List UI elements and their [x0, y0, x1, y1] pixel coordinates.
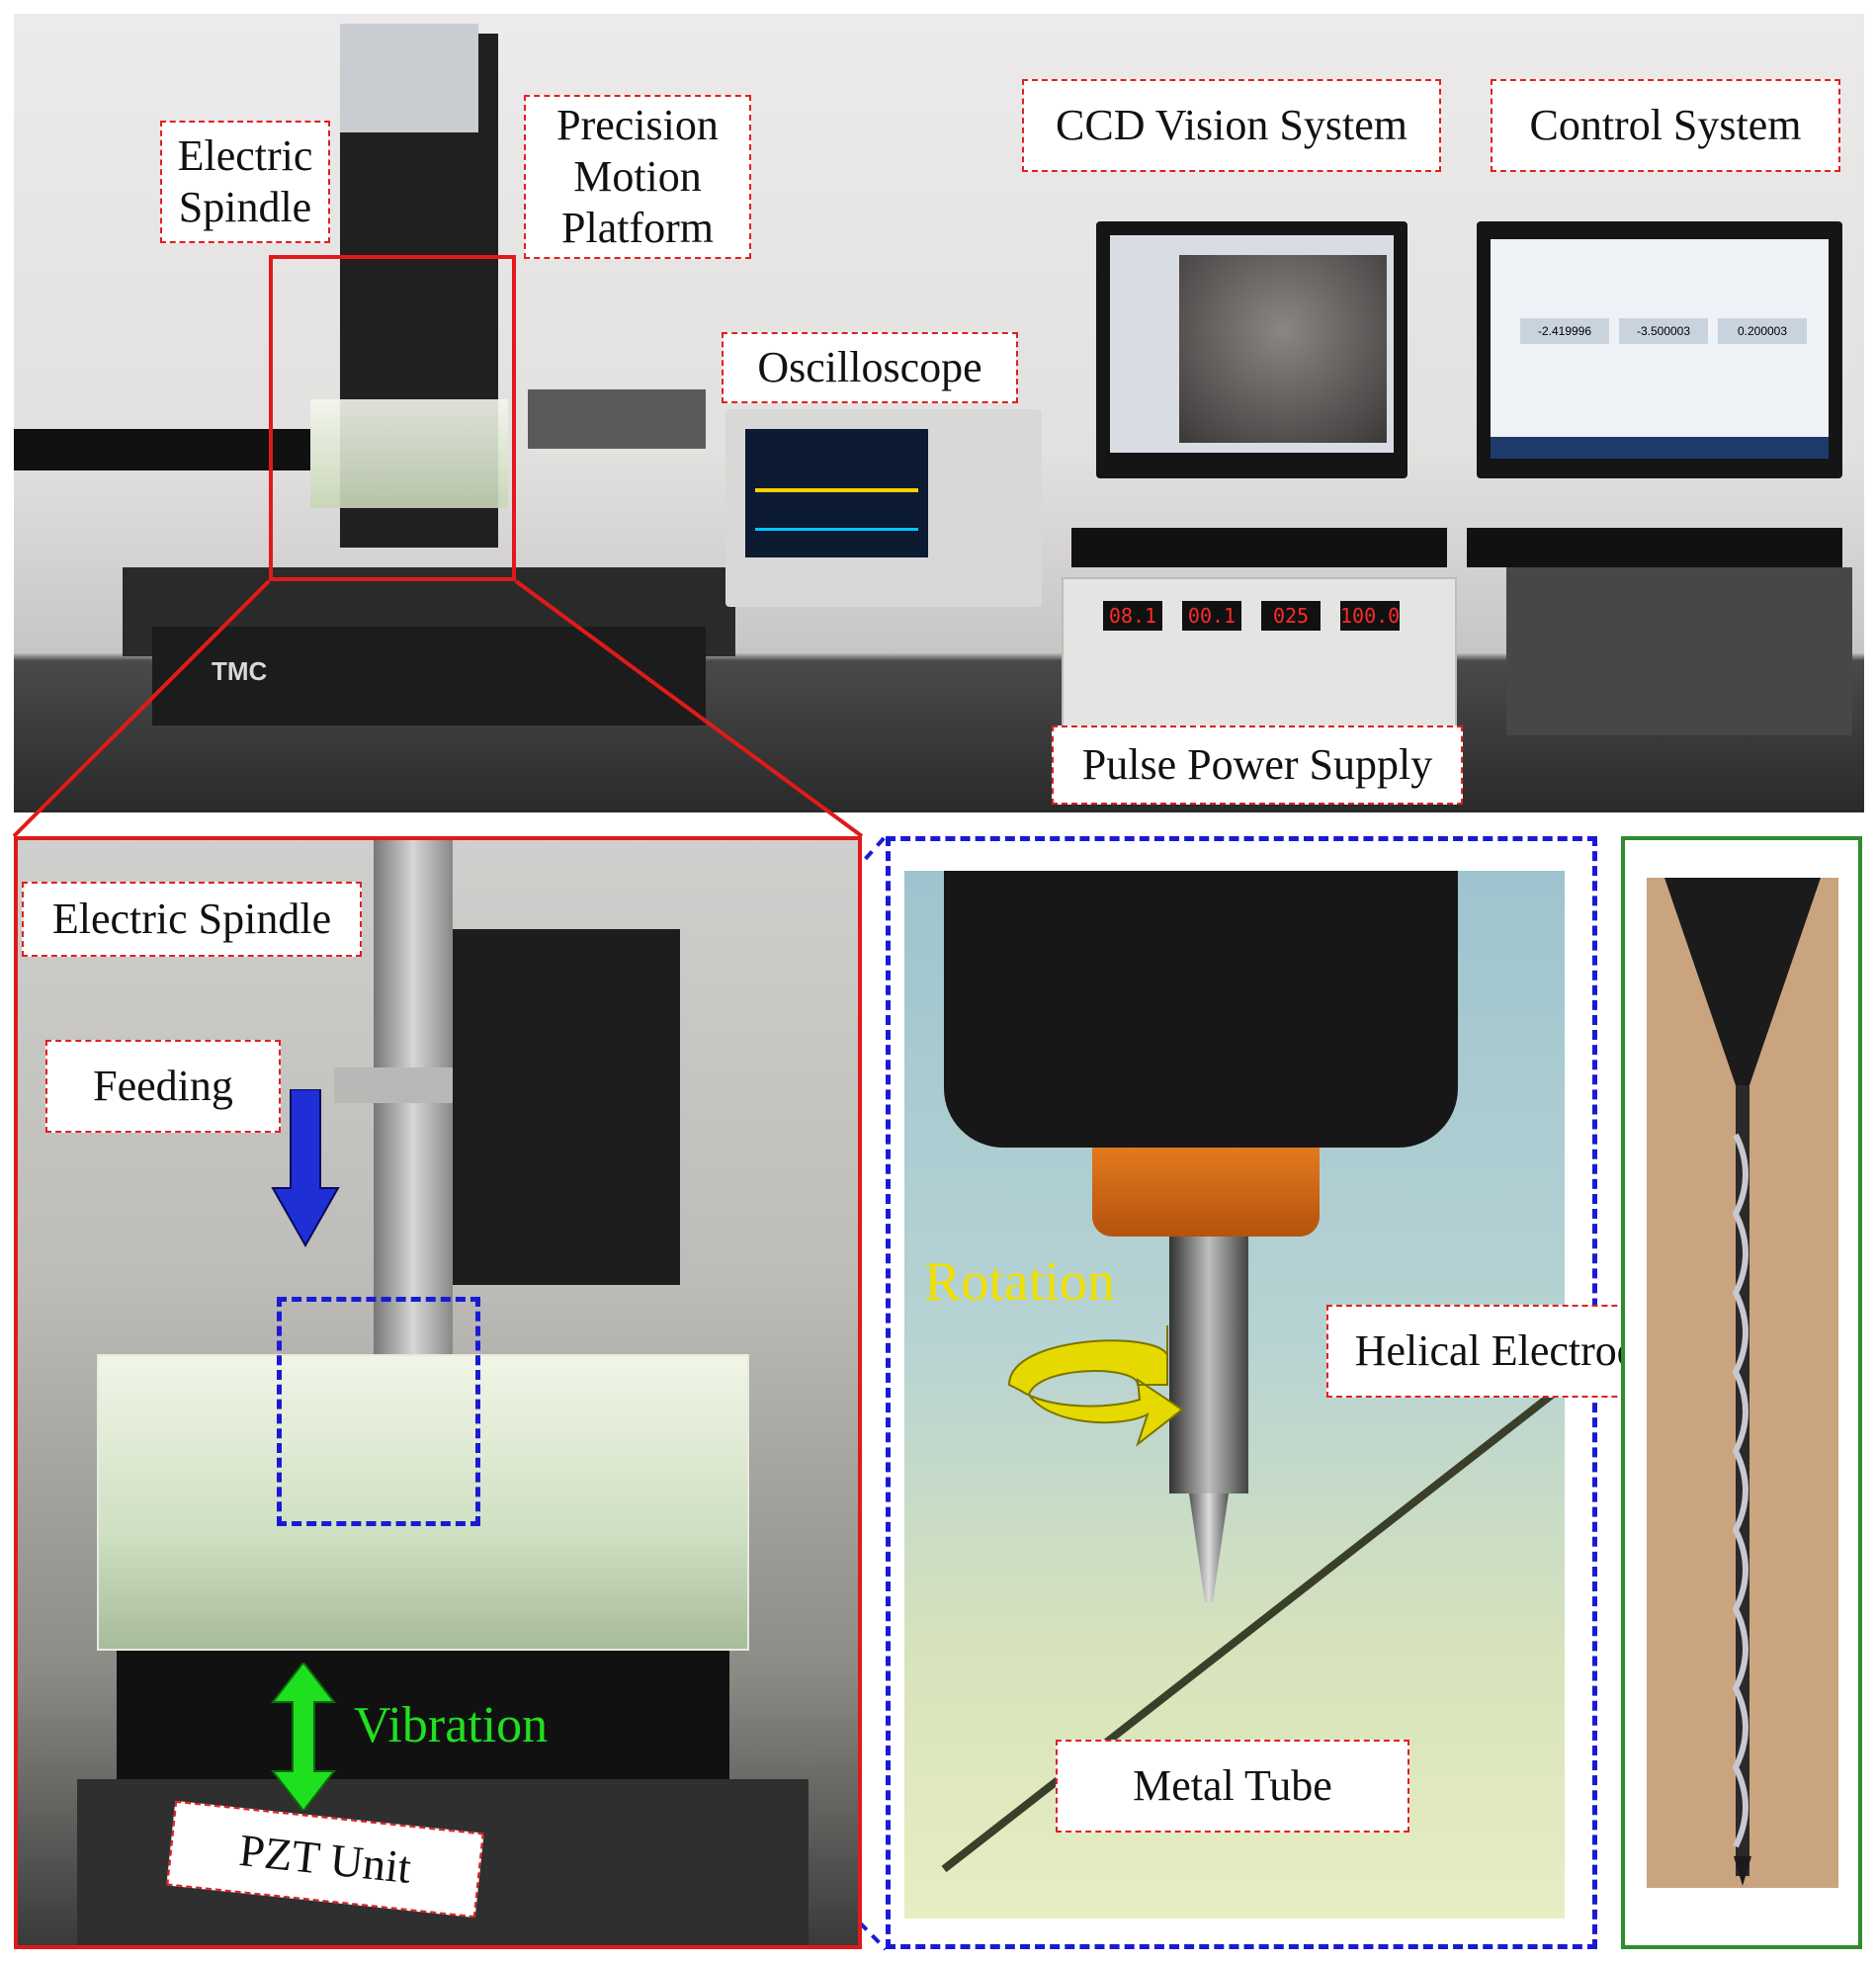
ccd-monitor-screen — [1110, 235, 1394, 453]
water-tank — [310, 399, 508, 508]
metal-tube-line — [941, 1381, 1565, 1873]
keyboard-right — [1467, 528, 1842, 567]
oscilloscope-device — [725, 409, 1042, 607]
right-platform — [528, 389, 706, 449]
tank-base — [117, 1651, 729, 1779]
control-value-3: 0.200003 — [1718, 318, 1807, 344]
spindle-chuck — [944, 871, 1458, 1148]
vibration-arrow-icon — [271, 1663, 336, 1811]
label-ccd-vision-system: CCD Vision System — [1022, 79, 1441, 172]
helical-electrode-image — [1664, 878, 1821, 1886]
control-value-1: -2.419996 — [1520, 318, 1609, 344]
tmc-logo: TMC — [212, 656, 268, 686]
label-electric-spindle-top: Electric Spindle — [160, 121, 330, 243]
control-monitor-screen: -2.419996 -3.500003 0.200003 — [1491, 239, 1829, 459]
vibration-text: Vibration — [354, 1697, 549, 1753]
zoom-box-blue — [277, 1297, 480, 1526]
keyboard-left — [1071, 528, 1447, 567]
rotation-arrow-icon — [1007, 1325, 1184, 1447]
pulse-power-supply-device: 08.1 00.1 025 100.0 — [1062, 577, 1457, 735]
electrode-holder — [1169, 1237, 1248, 1494]
oscilloscope-screen — [745, 429, 928, 557]
label-pulse-power-supply: Pulse Power Supply — [1052, 725, 1463, 805]
readout-3: 025 — [1261, 601, 1321, 631]
label-control-system: Control System — [1491, 79, 1840, 172]
label-feeding: Feeding — [45, 1040, 281, 1133]
control-monitor: -2.419996 -3.500003 0.200003 — [1477, 221, 1842, 478]
readout-4: 100.0 — [1340, 601, 1400, 631]
ccd-monitor — [1096, 221, 1407, 478]
water-tank-closeup — [97, 1354, 749, 1651]
table-controller: TMC — [152, 627, 706, 725]
helical-electrode-micrograph-panel — [1621, 836, 1862, 1949]
spindle-head — [340, 24, 478, 132]
plc-rack — [1506, 567, 1852, 735]
ccd-camera-view — [1179, 255, 1387, 443]
side-camera — [14, 429, 310, 470]
label-precision-motion-platform: Precision Motion Platform — [524, 95, 751, 259]
spindle-closeup-panel: Vibration — [14, 836, 862, 1949]
feeding-arrow-icon — [271, 1089, 340, 1247]
readout-2: 00.1 — [1182, 601, 1241, 631]
label-electric-spindle-bottom: Electric Spindle — [22, 882, 362, 957]
motion-plate — [453, 929, 680, 1285]
control-value-2: -3.500003 — [1619, 318, 1708, 344]
micrograph-background — [1647, 878, 1838, 1888]
zoom-box-red — [269, 255, 516, 581]
label-oscilloscope: Oscilloscope — [722, 332, 1018, 403]
label-metal-tube: Metal Tube — [1056, 1740, 1409, 1833]
readout-1: 08.1 — [1103, 601, 1162, 631]
orange-collet — [1092, 1148, 1320, 1237]
rotation-text: Rotation — [924, 1251, 1115, 1313]
